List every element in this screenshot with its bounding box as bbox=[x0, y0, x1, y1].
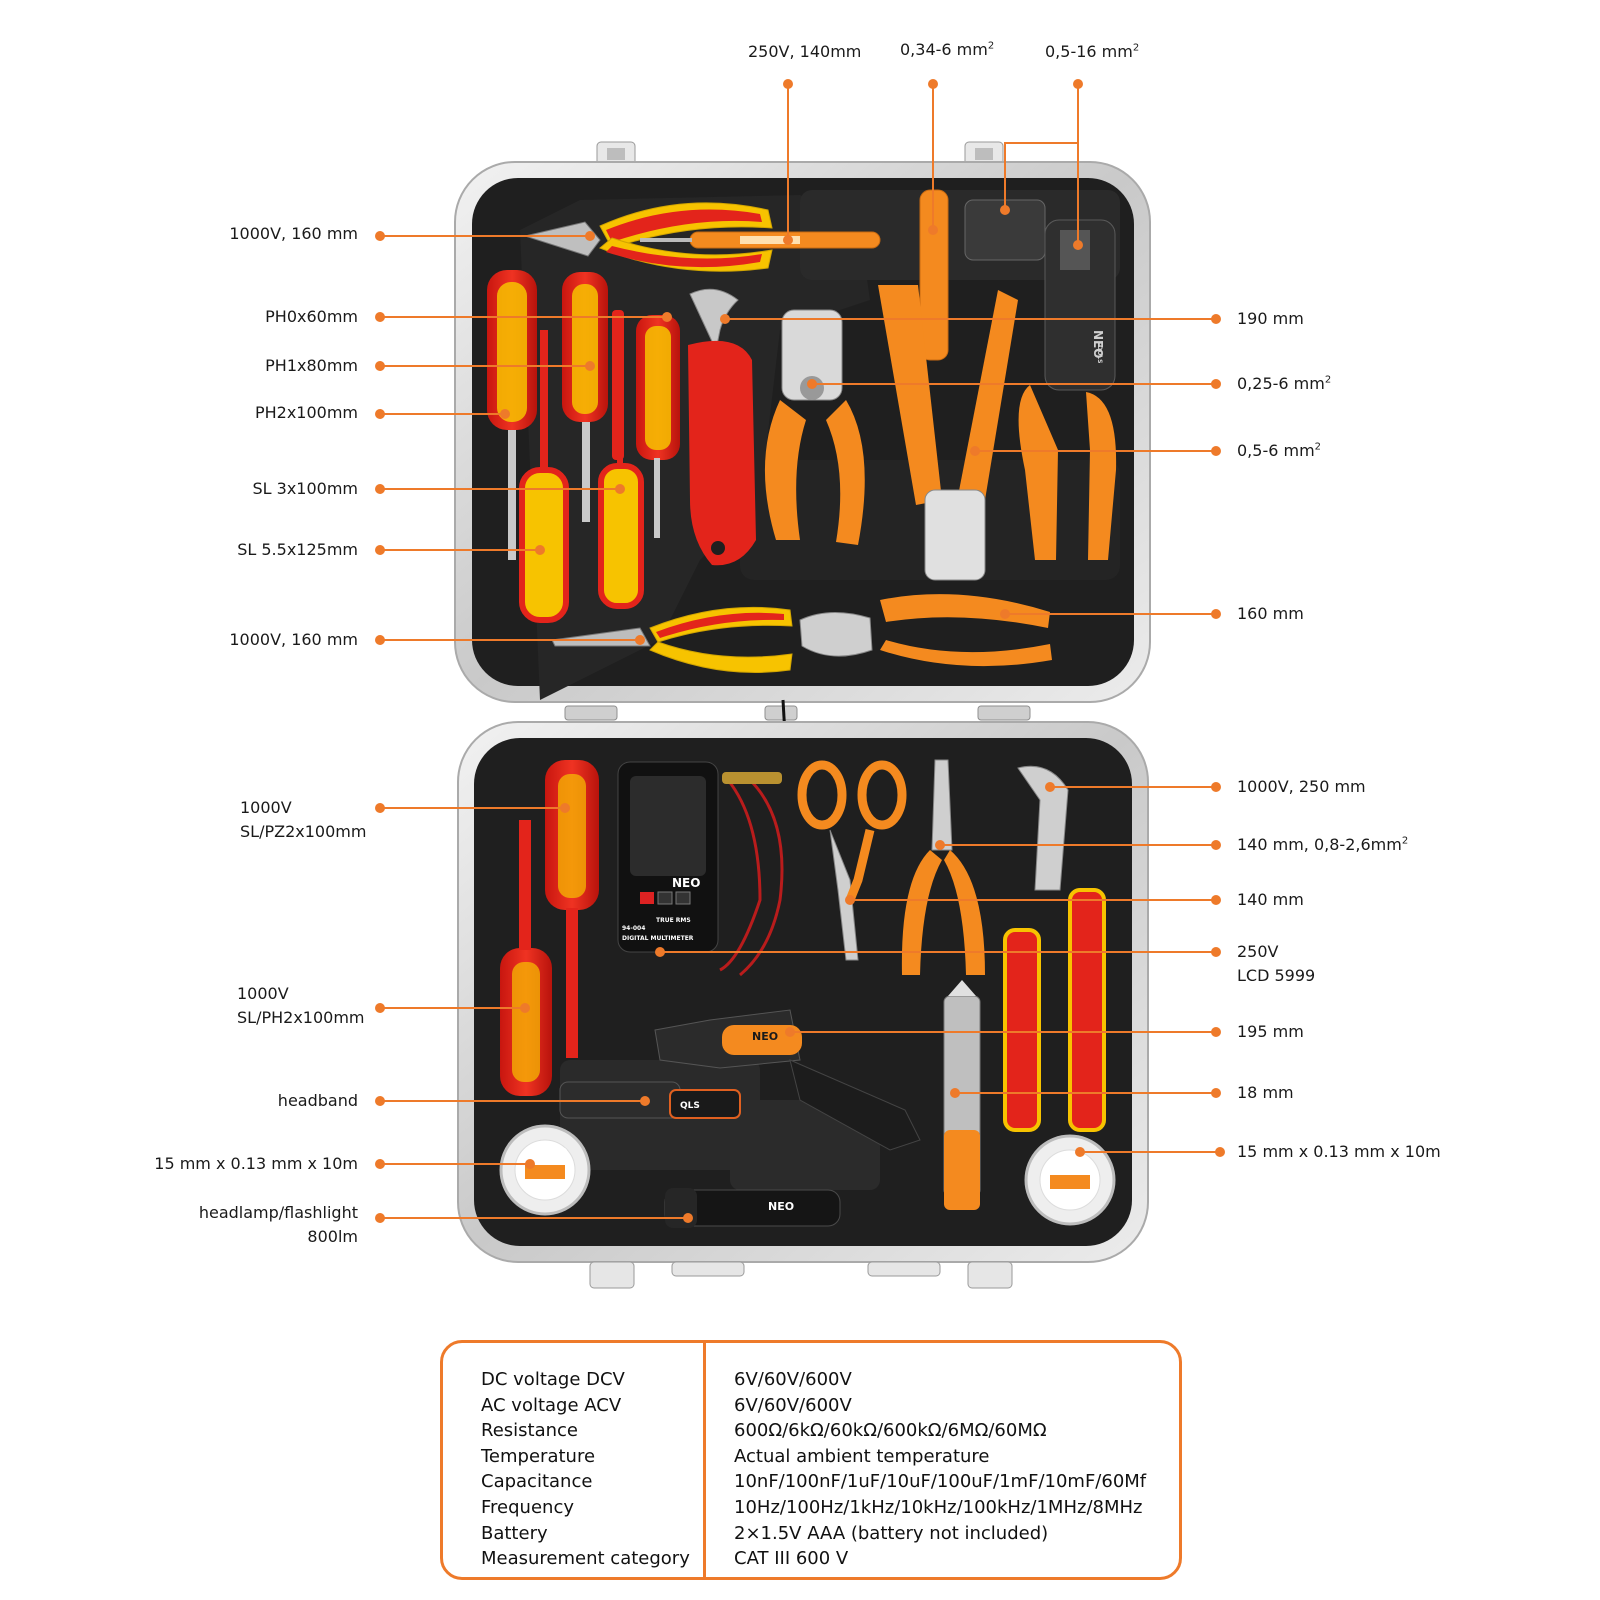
brand-logo-tape-right: NEO bbox=[1058, 1156, 1091, 1172]
label-long-nose-pliers: 1000V, 160 mm bbox=[229, 630, 358, 649]
electrician-scissors bbox=[797, 760, 907, 961]
brand-logo-stripper: NEO bbox=[752, 1030, 778, 1043]
label-headband: headband bbox=[277, 1091, 358, 1110]
orange-pliers-right bbox=[1018, 385, 1117, 560]
latches-bottom bbox=[589, 1261, 1013, 1289]
label-ph2: PH2x100mm bbox=[254, 403, 358, 422]
meter-model-label: 94-004 bbox=[622, 925, 645, 932]
wire-stripping-pliers bbox=[901, 759, 985, 975]
long-nose-pliers bbox=[551, 606, 793, 673]
label-stripping-pliers: 140 mm, 0,8-2,6mm2 bbox=[1237, 835, 1409, 854]
utility-knife bbox=[943, 980, 981, 1210]
digital-multimeter bbox=[617, 761, 784, 977]
brand-logo-meter: NEO bbox=[672, 876, 700, 890]
spec-value: 600Ω/6kΩ/60kΩ/600kΩ/6MΩ/60MΩ bbox=[734, 1420, 1047, 1442]
label-scissors: 140 mm bbox=[1237, 890, 1304, 909]
spec-value: 2×1.5V AAA (battery not included) bbox=[734, 1522, 1049, 1544]
spec-label: Measurement category bbox=[481, 1548, 690, 1570]
label-auto-stripper: 195 mm bbox=[1237, 1022, 1304, 1041]
callout-leaders bbox=[380, 84, 1220, 1219]
water-pump-pliers bbox=[1003, 765, 1106, 1132]
spec-label: Capacitance bbox=[481, 1471, 593, 1493]
brand-logo-flashlight: NEO bbox=[768, 1200, 794, 1213]
label-ph0: PH0x60mm bbox=[265, 307, 358, 326]
spec-label: DC voltage DCV bbox=[481, 1369, 625, 1390]
label-voltage-tester: 250V, 140mm bbox=[748, 42, 862, 61]
spec-label: Resistance bbox=[481, 1420, 578, 1442]
screwdriver-ph2-insulated bbox=[500, 820, 552, 1096]
label-sl3: SL 3x100mm bbox=[252, 479, 358, 498]
meter-badge-label: TRUE RMS bbox=[656, 917, 691, 924]
insulating-tape-right bbox=[1024, 1134, 1116, 1226]
insulating-tape-left bbox=[499, 1124, 591, 1216]
automatic-wire-stripper bbox=[654, 1009, 921, 1151]
label-tape-left: 15 mm x 0.13 mm x 10m bbox=[154, 1154, 358, 1173]
spec-value: 10Hz/100Hz/1kHz/10kHz/100kHz/1MHz/8MHz bbox=[734, 1496, 1143, 1518]
hinges bbox=[564, 699, 1031, 771]
label-tape-right: 15 mm x 0.13 mm x 10m bbox=[1237, 1142, 1441, 1161]
combination-pliers-top bbox=[523, 202, 773, 272]
spec-values-column: 6V/60V/600V 6V/60V/600V 600Ω/6kΩ/60kΩ/600k… bbox=[734, 1367, 1146, 1572]
spec-value: 6V/60V/600V bbox=[734, 1369, 852, 1390]
cable-knife bbox=[688, 288, 756, 566]
spec-table-divider bbox=[703, 1343, 706, 1577]
ratchet-crimper bbox=[964, 199, 1116, 391]
spec-value: 6V/60V/600V bbox=[734, 1394, 852, 1416]
spec-label: Frequency bbox=[481, 1496, 574, 1518]
spec-label: Temperature bbox=[481, 1445, 596, 1467]
brand-sub-crimper: TOOLS bbox=[1096, 341, 1103, 363]
headlamp-logo: QLS bbox=[680, 1101, 700, 1111]
brand-logos: NEO NEO NEO 94-004 DIGITAL MULTIMETER TR… bbox=[535, 330, 1105, 1213]
spec-value: 10nF/100nF/1uF/10uF/100uF/1mF/10mF/60Mf bbox=[734, 1471, 1147, 1493]
brand-logo-tape-left: NEO bbox=[535, 1146, 568, 1162]
wire-stripper-center bbox=[878, 189, 1018, 581]
callout-dots bbox=[375, 79, 1225, 1223]
label-crimp-range-2: 0,5-16 mm2 bbox=[1045, 42, 1140, 61]
label-cable-knife: 190 mm bbox=[1237, 309, 1304, 328]
cable-cutter bbox=[799, 594, 1052, 667]
spec-label: AC voltage ACV bbox=[481, 1394, 622, 1416]
label-ph1: PH1x80mm bbox=[265, 356, 358, 375]
label-ferrule-crimper: 0,25-6 mm2 bbox=[1237, 374, 1332, 393]
label-combination-pliers: 1000V, 160 mm bbox=[229, 224, 358, 243]
label-water-pump-pliers: 1000V, 250 mm bbox=[1237, 777, 1366, 796]
label-stripper-range: 0,5-6 mm2 bbox=[1237, 441, 1322, 460]
brand-logo-crimper: NEO bbox=[1091, 330, 1105, 358]
screwdriver-sl3 bbox=[598, 380, 644, 609]
flashlight bbox=[664, 1188, 841, 1228]
meter-caption-label: DIGITAL MULTIMETER bbox=[622, 935, 694, 942]
label-sl55: SL 5.5x125mm bbox=[237, 540, 358, 559]
screwdriver-sl55 bbox=[519, 330, 569, 623]
spec-value: Actual ambient temperature bbox=[734, 1445, 990, 1467]
label-cable-cutter: 160 mm bbox=[1237, 604, 1304, 623]
spec-value: CAT III 600 V bbox=[734, 1548, 849, 1570]
spec-label: Battery bbox=[481, 1522, 548, 1544]
label-utility-knife: 18 mm bbox=[1237, 1083, 1294, 1102]
label-crimp-range-1: 0,34-6 mm2 bbox=[900, 40, 995, 59]
